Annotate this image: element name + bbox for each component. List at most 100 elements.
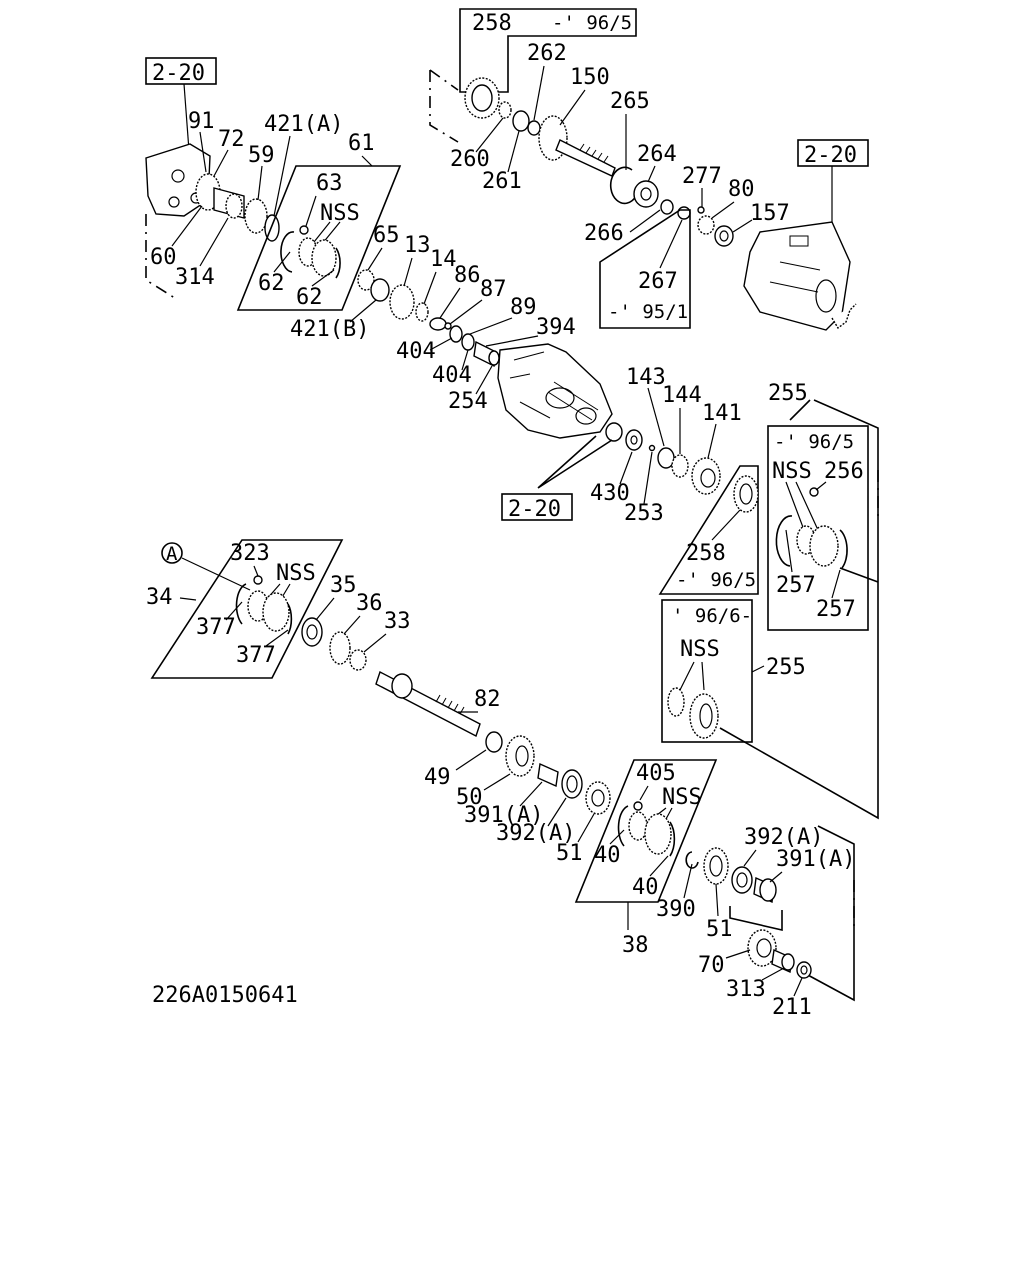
- label-150: 150: [570, 65, 610, 90]
- part-392a-right: [731, 866, 753, 894]
- label-141: 141: [702, 401, 742, 426]
- label-256: 256: [824, 459, 864, 484]
- part-255-hub: [667, 687, 685, 717]
- part-255-sleeve: [689, 693, 719, 739]
- label-143: 143: [626, 365, 666, 390]
- label-430: 430: [590, 481, 630, 506]
- part-258-bearing: [464, 77, 500, 119]
- label-35: 35: [330, 573, 357, 598]
- part-430: [625, 429, 643, 451]
- label-144: 144: [662, 383, 702, 408]
- label-50: 50: [456, 785, 483, 810]
- note-nss-3: NSS: [680, 637, 720, 662]
- group-38: 405 NSS 40 40 38: [574, 759, 718, 958]
- label-391a-right: 391(A): [776, 847, 855, 872]
- part-62-synchro: [280, 231, 341, 279]
- top-assembly-group: 258 -' 96/5 262: [429, 8, 790, 329]
- label-157: 157: [750, 201, 790, 226]
- part-case-plug: [605, 422, 623, 442]
- lower-left-group: A 323 NSS 34 377 377 35 36 33: [146, 539, 411, 679]
- frame-255-inner: [767, 425, 869, 631]
- label-33: 33: [384, 609, 411, 634]
- main-shaft-group: 82 49 50 391(A) 392(A) 51: [375, 671, 611, 866]
- label-80: 80: [728, 177, 755, 202]
- frame-61: [236, 165, 402, 311]
- note-96-5-mid: -' 96/5: [676, 569, 756, 591]
- note-top-range: -' 96/5: [552, 12, 632, 34]
- label-267: 267: [638, 269, 678, 294]
- part-65: [357, 269, 375, 291]
- note-circle-a: A: [166, 543, 178, 565]
- part-150-gear-shaft: [538, 115, 616, 177]
- part-267: [677, 206, 691, 220]
- frame-255-outer: [719, 399, 879, 820]
- frame-258-top: [459, 8, 637, 93]
- note-95-1: -' 95/1: [608, 301, 688, 323]
- part-323: [253, 575, 263, 585]
- label-266: 266: [584, 221, 624, 246]
- part-40-synchro: [617, 805, 676, 857]
- label-40-a: 40: [594, 843, 621, 868]
- label-392a-right: 392(A): [744, 825, 823, 850]
- part-cover-plate: [145, 143, 211, 217]
- part-33: [349, 649, 367, 671]
- label-254: 254: [448, 389, 488, 414]
- label-421a: 421(A): [264, 112, 343, 137]
- part-rear-housing: [743, 221, 851, 331]
- label-260: 260: [450, 147, 490, 172]
- label-14: 14: [430, 247, 457, 272]
- label-34: 34: [146, 585, 173, 610]
- ref-box-2-20-left: [145, 57, 217, 85]
- part-277: [697, 206, 705, 214]
- part-405: [633, 801, 643, 811]
- center-case-group: 2-20 430 253: [497, 343, 664, 526]
- label-72: 72: [218, 127, 245, 152]
- label-258-top: 258: [472, 11, 512, 36]
- frame-267: [599, 209, 691, 329]
- label-253: 253: [624, 501, 664, 526]
- frame-34: [150, 539, 344, 679]
- part-14: [415, 302, 429, 322]
- part-35: [301, 617, 323, 647]
- part-50-gear: [505, 735, 535, 777]
- label-61: 61: [348, 131, 375, 156]
- part-86: [429, 317, 447, 331]
- part-377-synchro: [235, 583, 293, 635]
- part-82-shaft: [375, 671, 481, 737]
- note-nss-5: NSS: [662, 785, 702, 810]
- label-394: 394: [536, 315, 576, 340]
- label-262: 262: [527, 41, 567, 66]
- label-70: 70: [698, 953, 725, 978]
- label-89: 89: [510, 295, 537, 320]
- label-405: 405: [636, 761, 676, 786]
- note-nss-2: NSS: [772, 459, 812, 484]
- label-38: 38: [622, 933, 649, 958]
- part-89: [461, 333, 475, 351]
- label-390: 390: [656, 897, 696, 922]
- part-265-snap-ring: [609, 166, 637, 205]
- frame-96-6: [661, 599, 753, 743]
- label-211: 211: [772, 995, 812, 1020]
- frame-258-mid: [658, 465, 759, 595]
- label-323: 323: [230, 541, 270, 566]
- label-255-mid: 255: [766, 655, 806, 680]
- label-63: 63: [316, 171, 343, 196]
- frame-38: [574, 759, 718, 903]
- part-63: [299, 225, 309, 235]
- label-258-mid: 258: [686, 541, 726, 566]
- part-391a-left: [537, 762, 559, 788]
- part-36-gear: [329, 631, 351, 665]
- label-13: 13: [404, 233, 431, 258]
- right-mid-group: 143 144 141 258 -' 96/5: [626, 365, 759, 595]
- label-255-top: 255: [768, 381, 808, 406]
- part-80: [697, 215, 715, 235]
- label-264: 264: [637, 142, 677, 167]
- label-65: 65: [373, 223, 400, 248]
- label-277: 277: [682, 164, 722, 189]
- part-157: [714, 225, 734, 247]
- part-center-case: [497, 343, 613, 439]
- label-404-b: 404: [432, 363, 472, 388]
- frame-258-dash: [429, 69, 459, 143]
- middle-row-group: 65 13 14 86 87 421(B) 89 394 404 404 254: [290, 223, 576, 414]
